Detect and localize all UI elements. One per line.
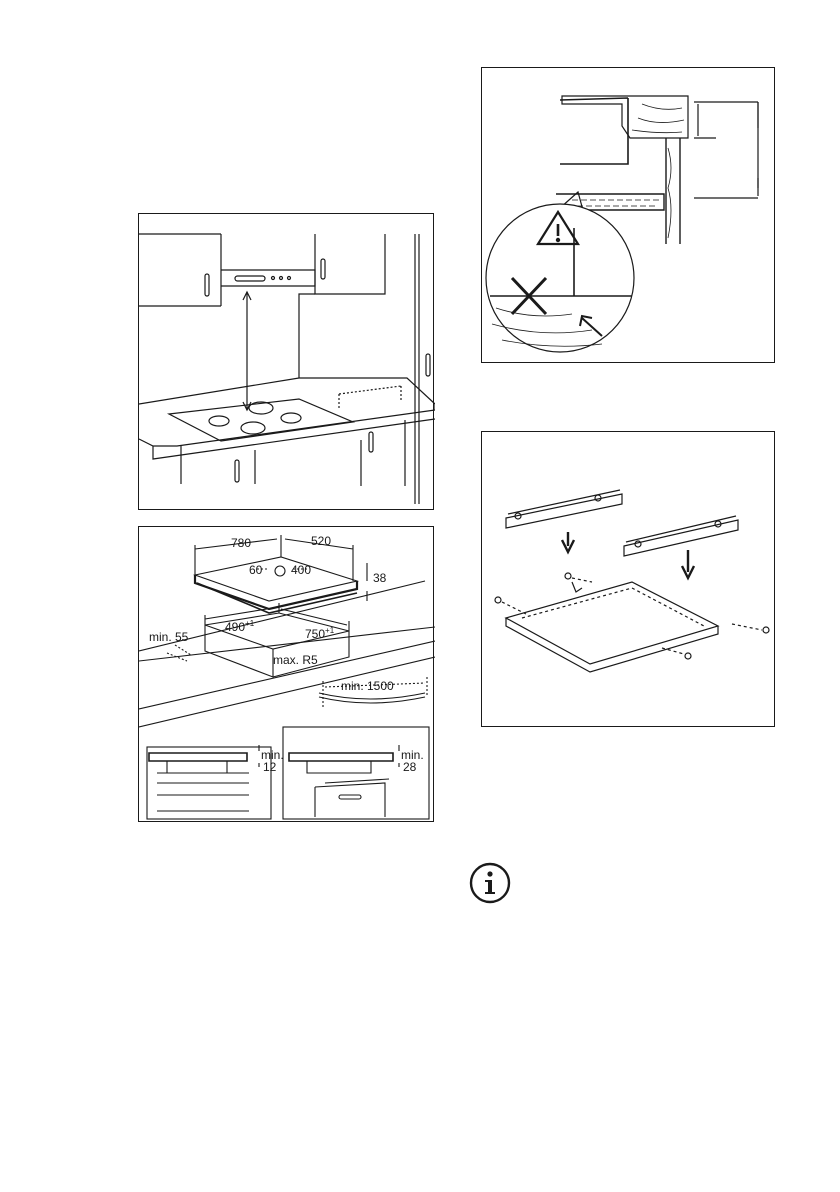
dim-width: 780	[231, 536, 251, 550]
dim-min-gap-a-value: 12	[263, 760, 277, 774]
cable	[319, 693, 425, 703]
dim-thickness: 38	[373, 571, 387, 585]
dim-max-radius: max. R5	[273, 653, 318, 667]
dim-min-gap-b-value: 28	[403, 760, 417, 774]
dim-conn-right: 400	[291, 563, 311, 577]
worktop-section	[562, 96, 688, 138]
info-icon	[469, 862, 511, 904]
magnifier-circle	[486, 204, 634, 352]
seal-warning-figure	[481, 67, 775, 363]
frame	[506, 582, 718, 664]
kitchen-installation-figure	[138, 213, 434, 510]
page-bottom-crop	[0, 1186, 840, 1192]
dimensions-figure: 780 520 60 400 38 490+1 750+1 min. 55 ma…	[138, 526, 434, 822]
dim-min-edge: min. 55	[149, 630, 189, 644]
dim-min-cable: min. 1500	[341, 679, 394, 693]
dim-conn-left: 60	[249, 563, 263, 577]
bracket-assembly-figure	[481, 431, 775, 727]
dim-depth: 520	[311, 534, 331, 548]
dim-cut-width: 490+1	[225, 619, 255, 634]
